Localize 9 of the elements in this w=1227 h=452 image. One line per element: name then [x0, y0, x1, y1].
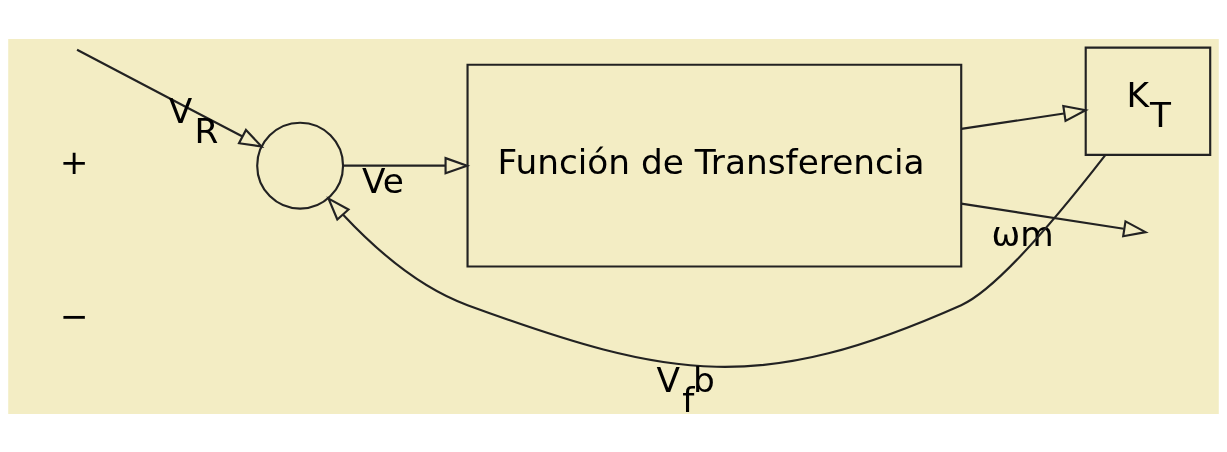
arrow — [326, 154, 1107, 368]
node-box: Función de Transferencia — [466, 63, 963, 268]
arrow — [76, 48, 265, 148]
arrow — [343, 156, 471, 175]
node-circle — [256, 121, 345, 210]
edge-label: Ve — [361, 160, 404, 201]
label: + — [59, 141, 89, 182]
arrow — [961, 104, 1089, 130]
label: − — [59, 295, 89, 336]
